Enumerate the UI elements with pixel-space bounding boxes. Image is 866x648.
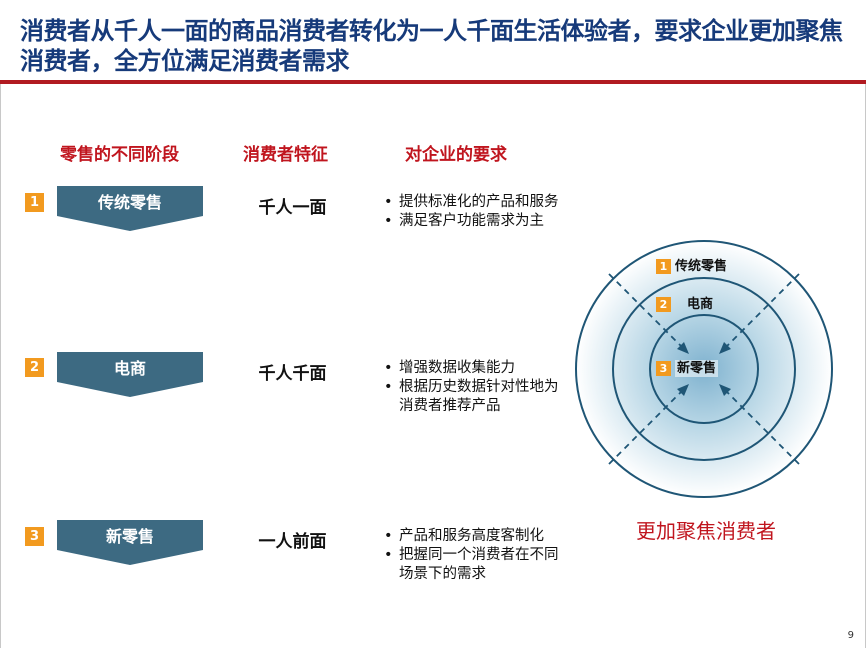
stage-1-badge: 1 <box>25 193 44 212</box>
stage-3-req-1: 产品和服务高度客制化 <box>383 527 563 546</box>
stage-2-feature: 千人千面 <box>258 364 327 384</box>
diagram-caption: 更加聚焦消费者 <box>636 519 776 543</box>
frame-left-border <box>0 84 1 648</box>
dashed-arrows <box>608 273 800 465</box>
stage-3-label: 新零售 <box>105 527 154 546</box>
middle-ring <box>612 277 796 461</box>
inner-ring <box>649 314 759 424</box>
stage-2-req-1: 增强数据收集能力 <box>383 359 563 378</box>
ring-2-badge: 2 <box>656 297 671 312</box>
page-number: 9 <box>847 630 854 641</box>
stage-1-requirements: 提供标准化的产品和服务 满足客户功能需求为主 <box>383 193 563 231</box>
ring-3-text: 新零售 <box>675 360 719 377</box>
slide-title: 消费者从千人一面的商品消费者转化为一人千面生活体验者，要求企业更加聚焦消费者，全… <box>20 17 843 75</box>
stage-1-req-1: 提供标准化的产品和服务 <box>383 193 563 212</box>
stage-3-chevron <box>57 520 203 565</box>
stage-3-req-2: 把握同一个消费者在不同场景下的需求 <box>383 546 563 584</box>
title-divider <box>0 80 866 84</box>
stage-1-label: 传统零售 <box>97 193 162 212</box>
stage-2-badge: 2 <box>25 358 44 377</box>
ring-2-label: 2 电商 <box>656 293 713 312</box>
stage-1-chevron <box>57 186 203 231</box>
stage-2-requirements: 增强数据收集能力 根据历史数据针对性地为消费者推荐产品 <box>383 359 563 416</box>
stage-1-req-2: 满足客户功能需求为主 <box>383 212 563 231</box>
stage-3-feature: 一人前面 <box>258 532 327 552</box>
stage-3-requirements: 产品和服务高度客制化 把握同一个消费者在不同场景下的需求 <box>383 527 563 584</box>
column-header-stage: 零售的不同阶段 <box>60 145 179 165</box>
arrow-heads <box>677 342 731 396</box>
outer-ring <box>575 240 833 498</box>
stage-2-req-2: 根据历史数据针对性地为消费者推荐产品 <box>383 378 563 416</box>
concentric-diagram: 1 传统零售 2 电商 3 新零售 <box>573 238 835 504</box>
column-header-feature: 消费者特征 <box>243 145 328 165</box>
ring-1-text: 传统零售 <box>675 259 728 274</box>
column-header-requirement: 对企业的要求 <box>405 145 507 165</box>
stage-3-badge: 3 <box>25 527 44 546</box>
ring-1-badge: 1 <box>656 259 671 274</box>
ring-1-label: 1 传统零售 <box>656 255 727 274</box>
ring-3-badge: 3 <box>656 361 671 376</box>
ring-2-text: 电商 <box>687 297 714 312</box>
stage-1-feature: 千人一面 <box>258 198 327 218</box>
ring-3-label: 3 新零售 <box>656 357 719 377</box>
stage-2-label: 电商 <box>113 359 146 378</box>
stage-2-chevron <box>57 352 203 397</box>
